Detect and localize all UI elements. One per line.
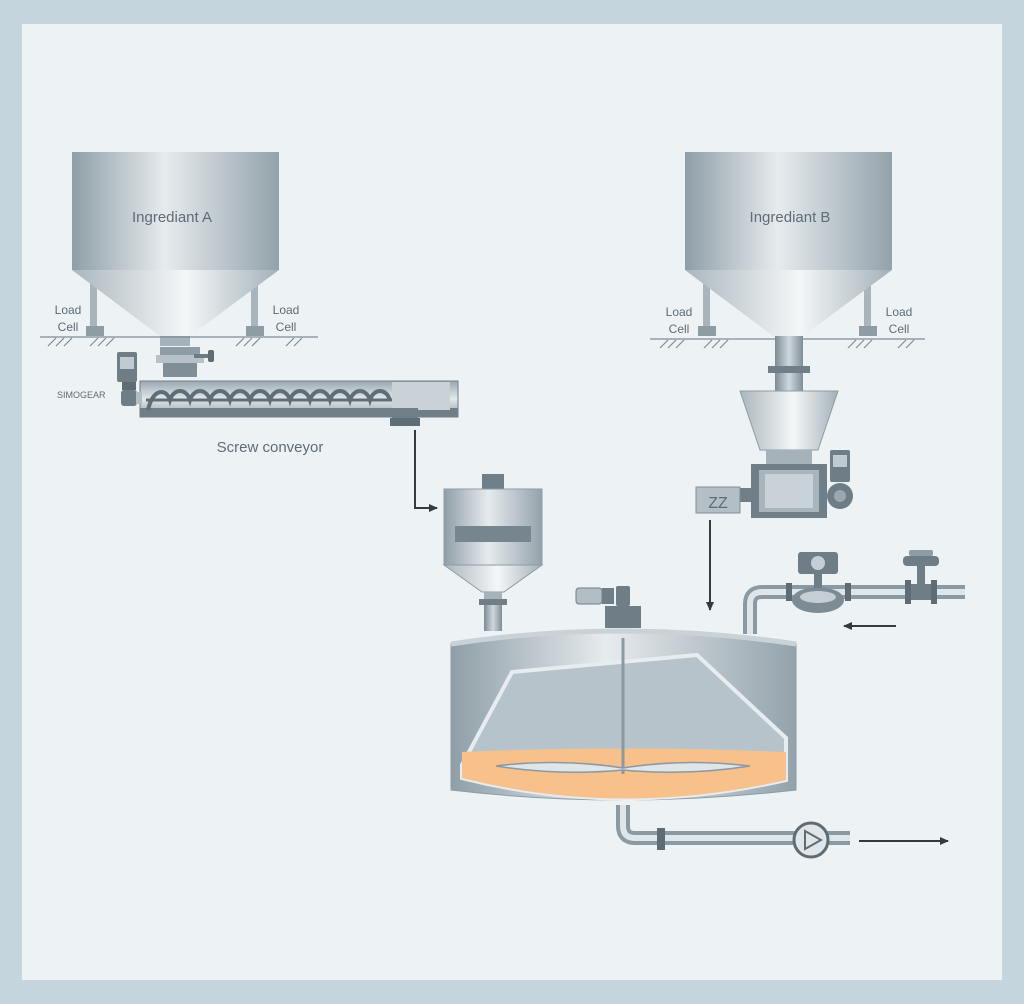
flow-arrow <box>414 430 438 512</box>
load-cell-label: Load <box>886 305 913 319</box>
ground-line-a <box>40 336 318 347</box>
load-cell-label: Load <box>666 305 693 319</box>
silo-ingredient-a: Ingrediant A Load Cell Load Cell <box>55 152 300 346</box>
inlet-pipe <box>743 585 965 634</box>
load-cell-label: Cell <box>276 320 297 334</box>
conveyor-label: Screw conveyor <box>217 439 324 456</box>
silo-ingredient-b: Ingrediant B Load Cell Load Cell <box>666 152 913 336</box>
load-cell-label: Load <box>55 303 82 317</box>
agitator-motor-icon <box>575 586 641 628</box>
screw-conveyor <box>139 347 459 426</box>
load-cell-label: Load <box>273 303 300 317</box>
motor-icon <box>827 450 853 509</box>
outlet-pipe <box>616 805 850 850</box>
motor-label: SIMOGEAR <box>57 390 106 400</box>
motor-icon <box>117 352 142 406</box>
silo-a-label: Ingrediant A <box>132 209 212 226</box>
intermediate-hopper <box>442 474 544 631</box>
pump-icon <box>792 821 830 859</box>
flow-meter-icon <box>786 552 851 613</box>
feeder-b: ZZ <box>695 336 839 518</box>
mixing-tank <box>450 628 797 801</box>
load-cell-label: Cell <box>889 322 910 336</box>
load-cell-label: Cell <box>58 320 79 334</box>
load-cell-label: Cell <box>669 322 690 336</box>
silo-b-label: Ingrediant B <box>750 209 831 226</box>
control-valve-icon <box>903 550 939 604</box>
feeder-marking: ZZ <box>708 495 728 512</box>
